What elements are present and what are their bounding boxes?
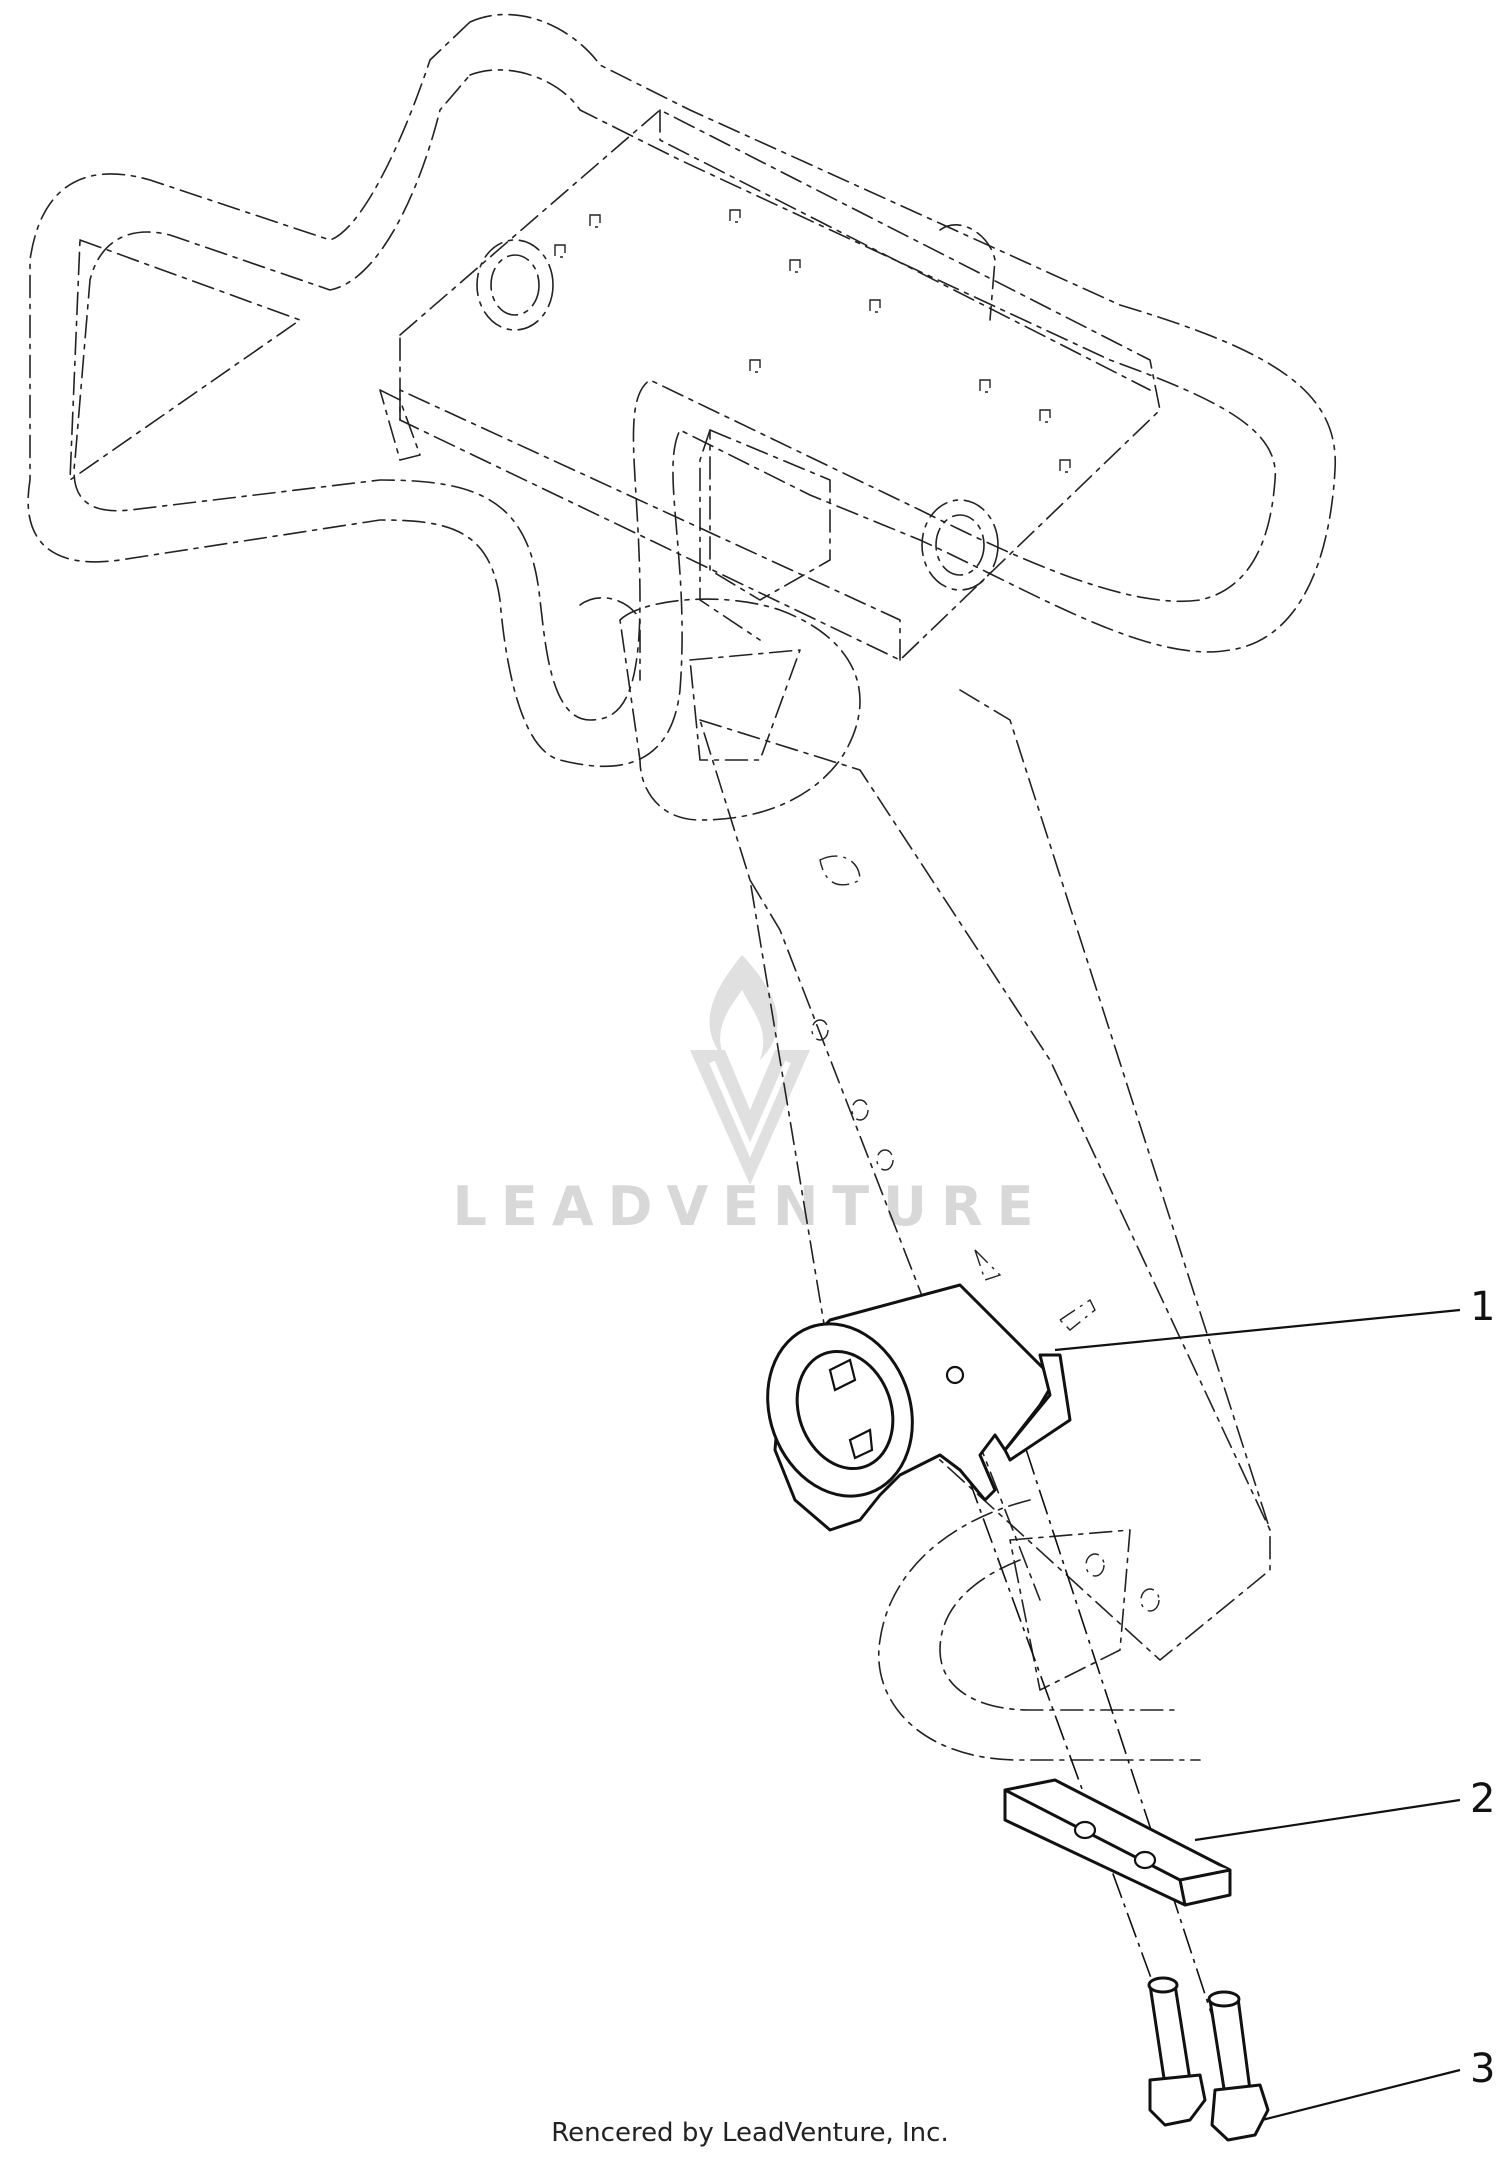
watermark-text: LEADVENTURE <box>453 1175 1048 1238</box>
callout-3: 3 <box>1470 2046 1495 2092</box>
part-1-bracket <box>766 1283 1461 1532</box>
centerline-right <box>999 1369 1221 2041</box>
centerline-left <box>939 1399 1171 2031</box>
footer-credit: Rencered by LeadVenture, Inc. <box>551 2118 949 2148</box>
callout-2: 2 <box>1470 1776 1495 1822</box>
part-3-bolts <box>1147 1976 1461 2142</box>
handle-frame-outline <box>27 13 1336 821</box>
callout-1: 1 <box>1470 1284 1495 1330</box>
watermark-logo <box>690 955 810 1185</box>
mount-plate-outline <box>379 109 1161 681</box>
part-2-plate <box>1003 1778 1461 1907</box>
